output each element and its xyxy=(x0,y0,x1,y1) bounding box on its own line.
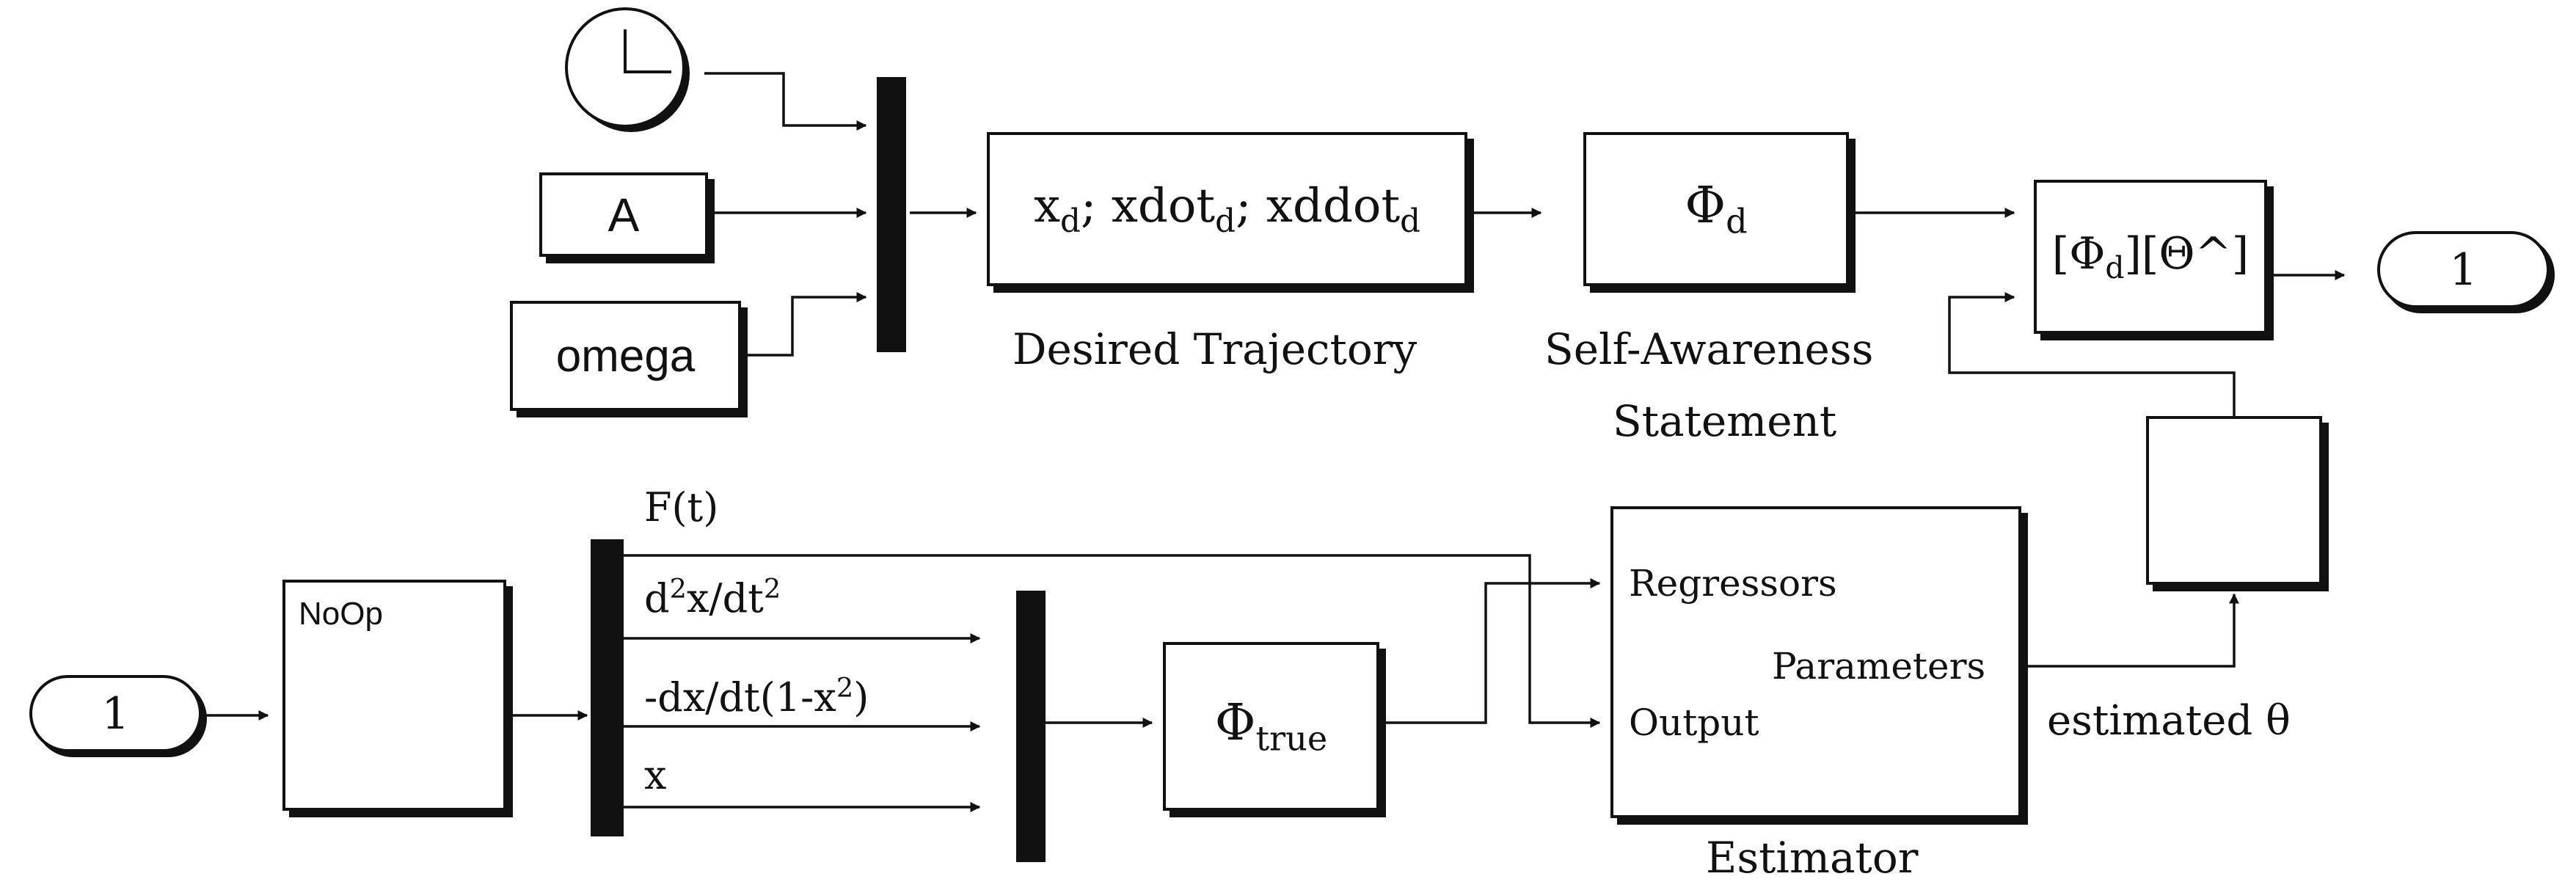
inport-label: 1 xyxy=(101,687,130,740)
desired-trajectory-text: xd; xdotd; xddotd xyxy=(1033,178,1421,240)
wire-parameters-delay xyxy=(2021,593,2239,668)
wire-clock-mux xyxy=(704,72,867,131)
noop-label: NoOp xyxy=(299,596,383,632)
estimator-port-regressors: Regressors xyxy=(1629,562,1837,605)
wire-delay-product xyxy=(1948,292,2236,416)
self-awareness-text: Φd xyxy=(1685,177,1748,241)
mux-bottom[interactable] xyxy=(1016,591,1046,862)
estimator-caption: Estimator xyxy=(1706,833,1919,883)
estimator-port-output: Output xyxy=(1629,701,1759,744)
constant-a-label: A xyxy=(607,188,640,241)
desired-trajectory-caption: Desired Trajectory xyxy=(1012,324,1417,374)
self-awareness-block[interactable]: Φd xyxy=(1583,132,1849,286)
product-text: [Φd][Θ^] xyxy=(2051,228,2250,285)
phi-true-text: Φtrue xyxy=(1214,694,1328,759)
phi-true-block[interactable]: Φtrue xyxy=(1163,642,1379,811)
wire-f-output xyxy=(624,554,1601,728)
product-block[interactable]: [Φd][Θ^] xyxy=(2034,180,2267,334)
signal-accel: d2x/dt2 xyxy=(644,573,781,621)
signal-x: x xyxy=(644,752,667,798)
outport-1[interactable]: 1 xyxy=(2377,231,2550,308)
estimator-port-parameters: Parameters xyxy=(1772,645,1986,687)
mux-top[interactable] xyxy=(877,77,906,352)
constant-omega-block[interactable]: omega xyxy=(510,301,741,411)
self-awareness-caption-2: Statement xyxy=(1613,396,1837,446)
clock-icon xyxy=(565,7,690,132)
signal-f: F(t) xyxy=(644,484,719,530)
signal-damping: -dx/dt(1-x2) xyxy=(644,672,869,721)
wire-phitrue-regressors xyxy=(1379,578,1601,724)
desired-trajectory-block[interactable]: xd; xdotd; xddotd xyxy=(987,132,1467,286)
self-awareness-caption-1: Self-Awareness xyxy=(1544,324,1874,374)
inport-1[interactable]: 1 xyxy=(29,675,202,752)
wire-omega-mux xyxy=(741,292,867,357)
estimated-theta-label: estimated θ xyxy=(2047,697,2291,745)
constant-a-block[interactable]: A xyxy=(539,172,708,257)
outport-label: 1 xyxy=(2449,244,2478,296)
estimator-block[interactable] xyxy=(1610,506,2021,818)
constant-omega-label: omega xyxy=(555,330,696,382)
noop-block[interactable]: NoOp xyxy=(282,580,506,811)
bus-selector[interactable] xyxy=(591,539,624,836)
unit-delay-block[interactable] xyxy=(2146,416,2322,585)
